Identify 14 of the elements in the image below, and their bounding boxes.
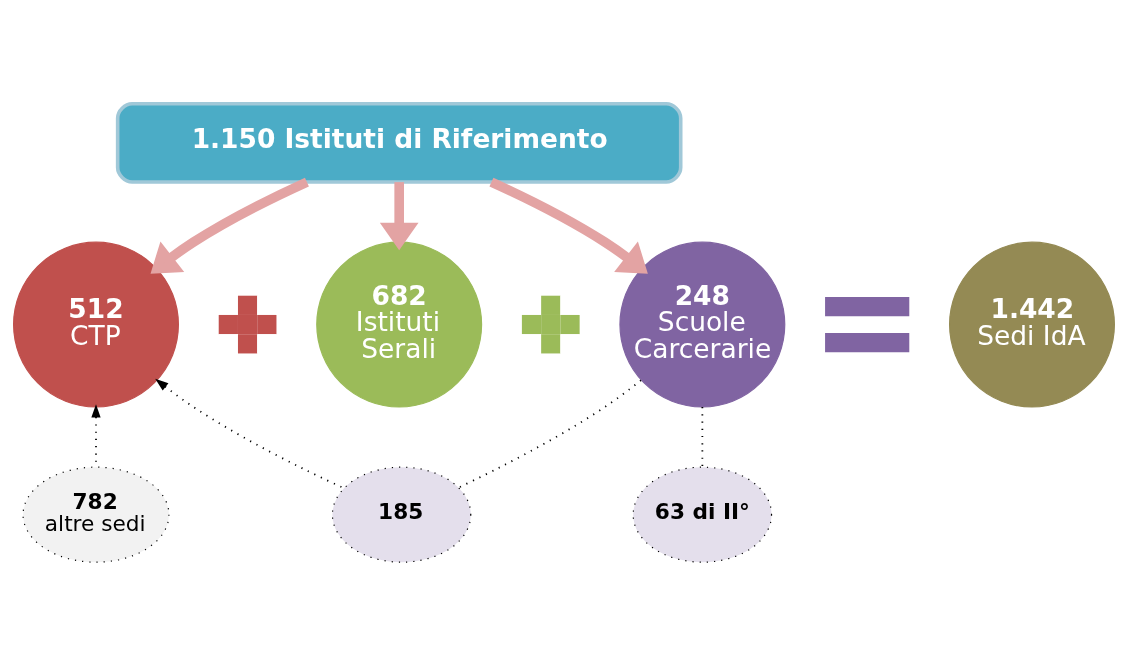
node-ellipse: 63 di II°: [632, 466, 773, 563]
arrow: [155, 378, 345, 490]
arrow: [379, 182, 419, 251]
arrow: [150, 177, 309, 274]
connector: [701, 406, 704, 468]
arrow: [489, 177, 648, 274]
node-circle: 512 CTP: [13, 241, 179, 408]
node-ellipse: 185: [331, 466, 472, 563]
connector: [457, 379, 642, 489]
node-circle: 248 Scuole Carcerarie: [619, 241, 786, 408]
node-box: 1.150 Istituti di Riferimento: [115, 102, 683, 184]
node-circle: 682 Istituti Serali: [316, 241, 483, 408]
node-ellipse: 782 altre sedi: [22, 466, 170, 563]
node-circle: 1.442 Sedi IdA: [949, 241, 1115, 408]
